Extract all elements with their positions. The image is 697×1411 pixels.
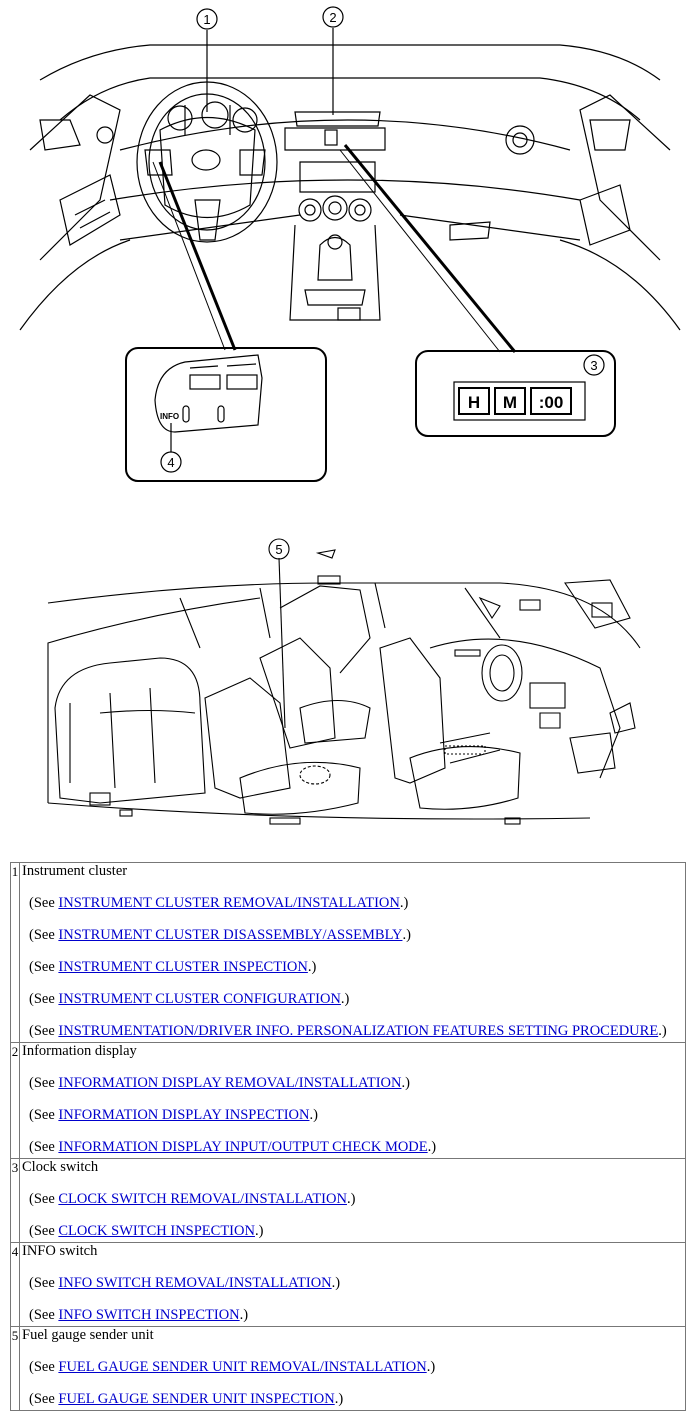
callout-3: 3 (590, 358, 597, 373)
reference-link[interactable]: FUEL GAUGE SENDER UNIT REMOVAL/INSTALLAT… (58, 1359, 427, 1375)
see-reference: (See INFORMATION DISPLAY REMOVAL/INSTALL… (22, 1060, 685, 1092)
item-number: 1 (10, 862, 20, 1043)
see-prefix: (See (29, 1391, 59, 1407)
see-suffix: .) (334, 1391, 344, 1407)
item-content: Fuel gauge sender unit(See FUEL GAUGE SE… (19, 1326, 686, 1411)
see-suffix: .) (331, 1275, 341, 1291)
item-content: INFO switch(See INFO SWITCH REMOVAL/INST… (19, 1242, 686, 1327)
see-suffix: .) (402, 927, 411, 943)
reference-link[interactable]: INFO SWITCH INSPECTION (58, 1307, 240, 1323)
see-prefix: (See (29, 1275, 59, 1291)
item-content: Information display(See INFORMATION DISP… (19, 1042, 686, 1159)
see-reference: (See INFO SWITCH INSPECTION.) (22, 1292, 685, 1324)
item-title: Information display (22, 1043, 137, 1059)
see-prefix: (See (29, 1107, 59, 1123)
see-prefix: (See (29, 1307, 59, 1323)
see-reference: (See INSTRUMENTATION/DRIVER INFO. PERSON… (22, 1008, 685, 1040)
item-content: Clock switch(See CLOCK SWITCH REMOVAL/IN… (19, 1158, 686, 1243)
see-prefix: (See (29, 1139, 59, 1155)
see-suffix: .) (401, 1075, 410, 1091)
see-reference: (See INSTRUMENT CLUSTER CONFIGURATION.) (22, 976, 685, 1008)
reference-link[interactable]: INFORMATION DISPLAY REMOVAL/INSTALLATION (58, 1075, 402, 1091)
see-suffix: .) (399, 895, 409, 911)
item-number: 3 (10, 1158, 20, 1243)
callout-2: 2 (329, 10, 336, 25)
see-suffix: .) (309, 1107, 318, 1123)
item-content: Instrument cluster(See INSTRUMENT CLUSTE… (19, 862, 686, 1043)
see-reference: (See INSTRUMENT CLUSTER INSPECTION.) (22, 944, 685, 976)
see-reference: (See CLOCK SWITCH INSPECTION.) (22, 1208, 685, 1240)
see-suffix: .) (239, 1307, 249, 1323)
see-prefix: (See (29, 959, 59, 975)
item-number: 2 (10, 1042, 20, 1159)
see-prefix: (See (29, 895, 59, 911)
reference-link[interactable]: INSTRUMENT CLUSTER INSPECTION (58, 959, 308, 975)
see-reference: (See FUEL GAUGE SENDER UNIT REMOVAL/INST… (22, 1344, 685, 1376)
see-reference: (See INSTRUMENT CLUSTER REMOVAL/INSTALLA… (22, 880, 685, 912)
callout-1: 1 (203, 12, 210, 27)
cabin-interior-illustration: 5 (47, 538, 641, 825)
see-prefix: (See (29, 1191, 59, 1207)
see-suffix: .) (658, 1023, 667, 1039)
see-prefix: (See (29, 1075, 59, 1091)
callout-5: 5 (275, 542, 282, 557)
see-prefix: (See (29, 1359, 59, 1375)
see-suffix: .) (340, 991, 350, 1007)
see-reference: (See INSTRUMENT CLUSTER DISASSEMBLY/ASSE… (22, 912, 685, 944)
reference-link[interactable]: INFORMATION DISPLAY INSPECTION (58, 1107, 310, 1123)
see-reference: (See INFO SWITCH REMOVAL/INSTALLATION.) (22, 1260, 685, 1292)
dashboard-illustration: 1 2 INFO 4 H M :00 3 (19, 6, 681, 482)
callout-4: 4 (167, 455, 174, 470)
see-suffix: .) (254, 1223, 264, 1239)
clock-h-button: H (468, 393, 480, 412)
reference-link[interactable]: INSTRUMENTATION/DRIVER INFO. PERSONALIZA… (58, 1023, 659, 1039)
item-number: 5 (10, 1326, 20, 1411)
see-suffix: .) (307, 959, 317, 975)
reference-link[interactable]: CLOCK SWITCH INSPECTION (58, 1223, 255, 1239)
reference-link[interactable]: CLOCK SWITCH REMOVAL/INSTALLATION (58, 1191, 347, 1207)
see-prefix: (See (29, 927, 59, 943)
reference-link[interactable]: INSTRUMENT CLUSTER CONFIGURATION (58, 991, 341, 1007)
see-suffix: .) (427, 1139, 437, 1155)
reference-link[interactable]: INFO SWITCH REMOVAL/INSTALLATION (58, 1275, 332, 1291)
clock-00-button: :00 (539, 393, 564, 412)
see-prefix: (See (29, 991, 59, 1007)
item-title: INFO switch (22, 1243, 98, 1259)
reference-link[interactable]: INFORMATION DISPLAY INPUT/OUTPUT CHECK M… (58, 1139, 428, 1155)
see-reference: (See FUEL GAUGE SENDER UNIT INSPECTION.) (22, 1376, 685, 1408)
see-suffix: .) (346, 1191, 356, 1207)
reference-link[interactable]: FUEL GAUGE SENDER UNIT INSPECTION (58, 1391, 335, 1407)
reference-link[interactable]: INSTRUMENT CLUSTER DISASSEMBLY/ASSEMBLY (58, 927, 403, 943)
see-reference: (See INFORMATION DISPLAY INPUT/OUTPUT CH… (22, 1124, 685, 1156)
see-suffix: .) (426, 1359, 436, 1375)
item-title: Clock switch (22, 1159, 99, 1175)
see-reference: (See CLOCK SWITCH REMOVAL/INSTALLATION.) (22, 1176, 685, 1208)
see-reference: (See INFORMATION DISPLAY INSPECTION.) (22, 1092, 685, 1124)
info-label: INFO (160, 412, 179, 421)
see-prefix: (See (29, 1223, 59, 1239)
item-title: Instrument cluster (22, 863, 128, 879)
item-title: Fuel gauge sender unit (22, 1327, 154, 1343)
clock-m-button: M (503, 393, 517, 412)
see-prefix: (See (29, 1023, 59, 1039)
item-number: 4 (10, 1242, 20, 1327)
reference-link[interactable]: INSTRUMENT CLUSTER REMOVAL/INSTALLATION (58, 895, 400, 911)
